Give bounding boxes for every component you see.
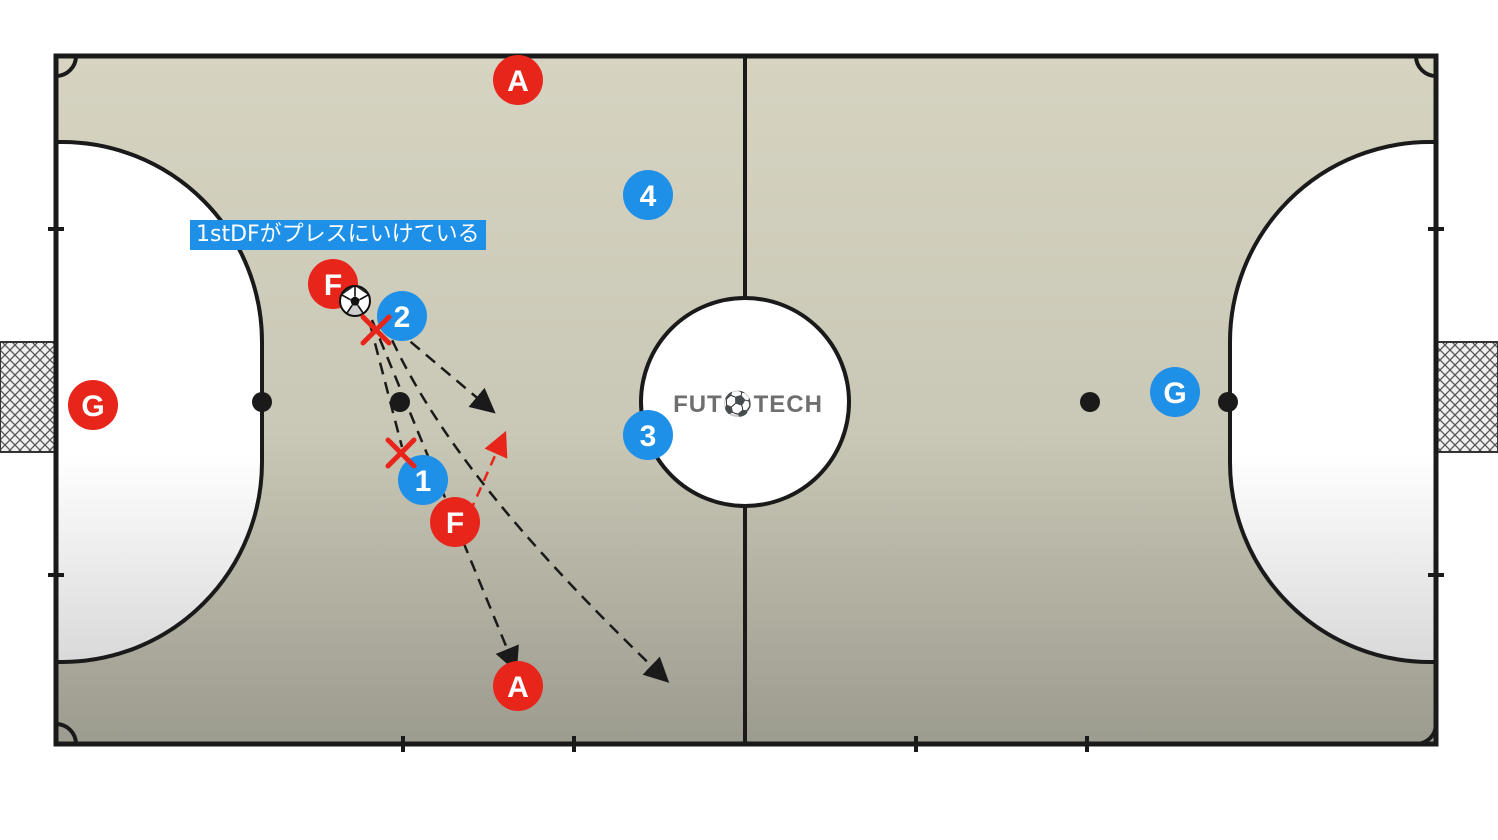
- player-blue-3: 3: [623, 410, 673, 460]
- player-label: F: [446, 507, 464, 540]
- player-label: A: [507, 671, 529, 704]
- player-label: 3: [640, 420, 657, 453]
- corner-arc-bl: [55, 722, 78, 745]
- run-arrow-f: [468, 430, 508, 513]
- player-red-f-runner: F: [430, 497, 480, 547]
- annotation-callout: 1stDFがプレスにいけている: [190, 220, 486, 250]
- player-token: [623, 410, 673, 460]
- player-label: 1: [415, 465, 432, 498]
- player-label: 2: [394, 301, 411, 334]
- player-token: [398, 455, 448, 505]
- cross-mark-icon: [360, 314, 392, 346]
- player-blue-2: 2: [377, 291, 427, 341]
- player-blue-1: 1: [398, 455, 448, 505]
- soccer-ball-icon: [339, 285, 371, 317]
- player-token: [623, 170, 673, 220]
- player-red-g: G: [68, 380, 118, 430]
- penalty-mark-right: [1218, 392, 1238, 412]
- penalty-area-right: [1228, 140, 1438, 664]
- corner-arc-tl: [55, 55, 78, 78]
- player-label: G: [81, 390, 104, 423]
- player-blue-4: 4: [623, 170, 673, 220]
- player-token: [377, 291, 427, 341]
- second-penalty-mark-right: [1080, 392, 1100, 412]
- penalty-mark-left: [252, 392, 272, 412]
- logo: FUT⚽TECH: [673, 390, 823, 418]
- player-token: [1150, 367, 1200, 417]
- cross-mark-icon: [385, 437, 417, 469]
- player-token: [68, 380, 118, 430]
- goal-net-left: [0, 341, 57, 453]
- player-label: F: [324, 269, 342, 302]
- players-layer: A F G F A 4 2 3 1 G: [68, 55, 1200, 711]
- player-token: [493, 661, 543, 711]
- player-token: [493, 55, 543, 105]
- court-outline: [53, 53, 1439, 747]
- corner-arc-tr: [1414, 55, 1437, 78]
- penalty-area-left: [54, 140, 264, 664]
- pass-lane-to-f: [368, 323, 404, 448]
- player-red-a-bottom: A: [493, 661, 543, 711]
- player-label: G: [1163, 377, 1186, 410]
- corner-arc-br: [1415, 723, 1438, 746]
- field-ticks: [48, 227, 1444, 752]
- centre-circle: [639, 296, 851, 508]
- pass-lane-diagonal: [382, 321, 670, 683]
- player-token: [430, 497, 480, 547]
- player-label: 4: [640, 180, 657, 213]
- player-blue-g: G: [1150, 367, 1200, 417]
- player-label: A: [507, 65, 529, 98]
- player-red-a-top: A: [493, 55, 543, 105]
- goal-net-right: [1435, 341, 1498, 453]
